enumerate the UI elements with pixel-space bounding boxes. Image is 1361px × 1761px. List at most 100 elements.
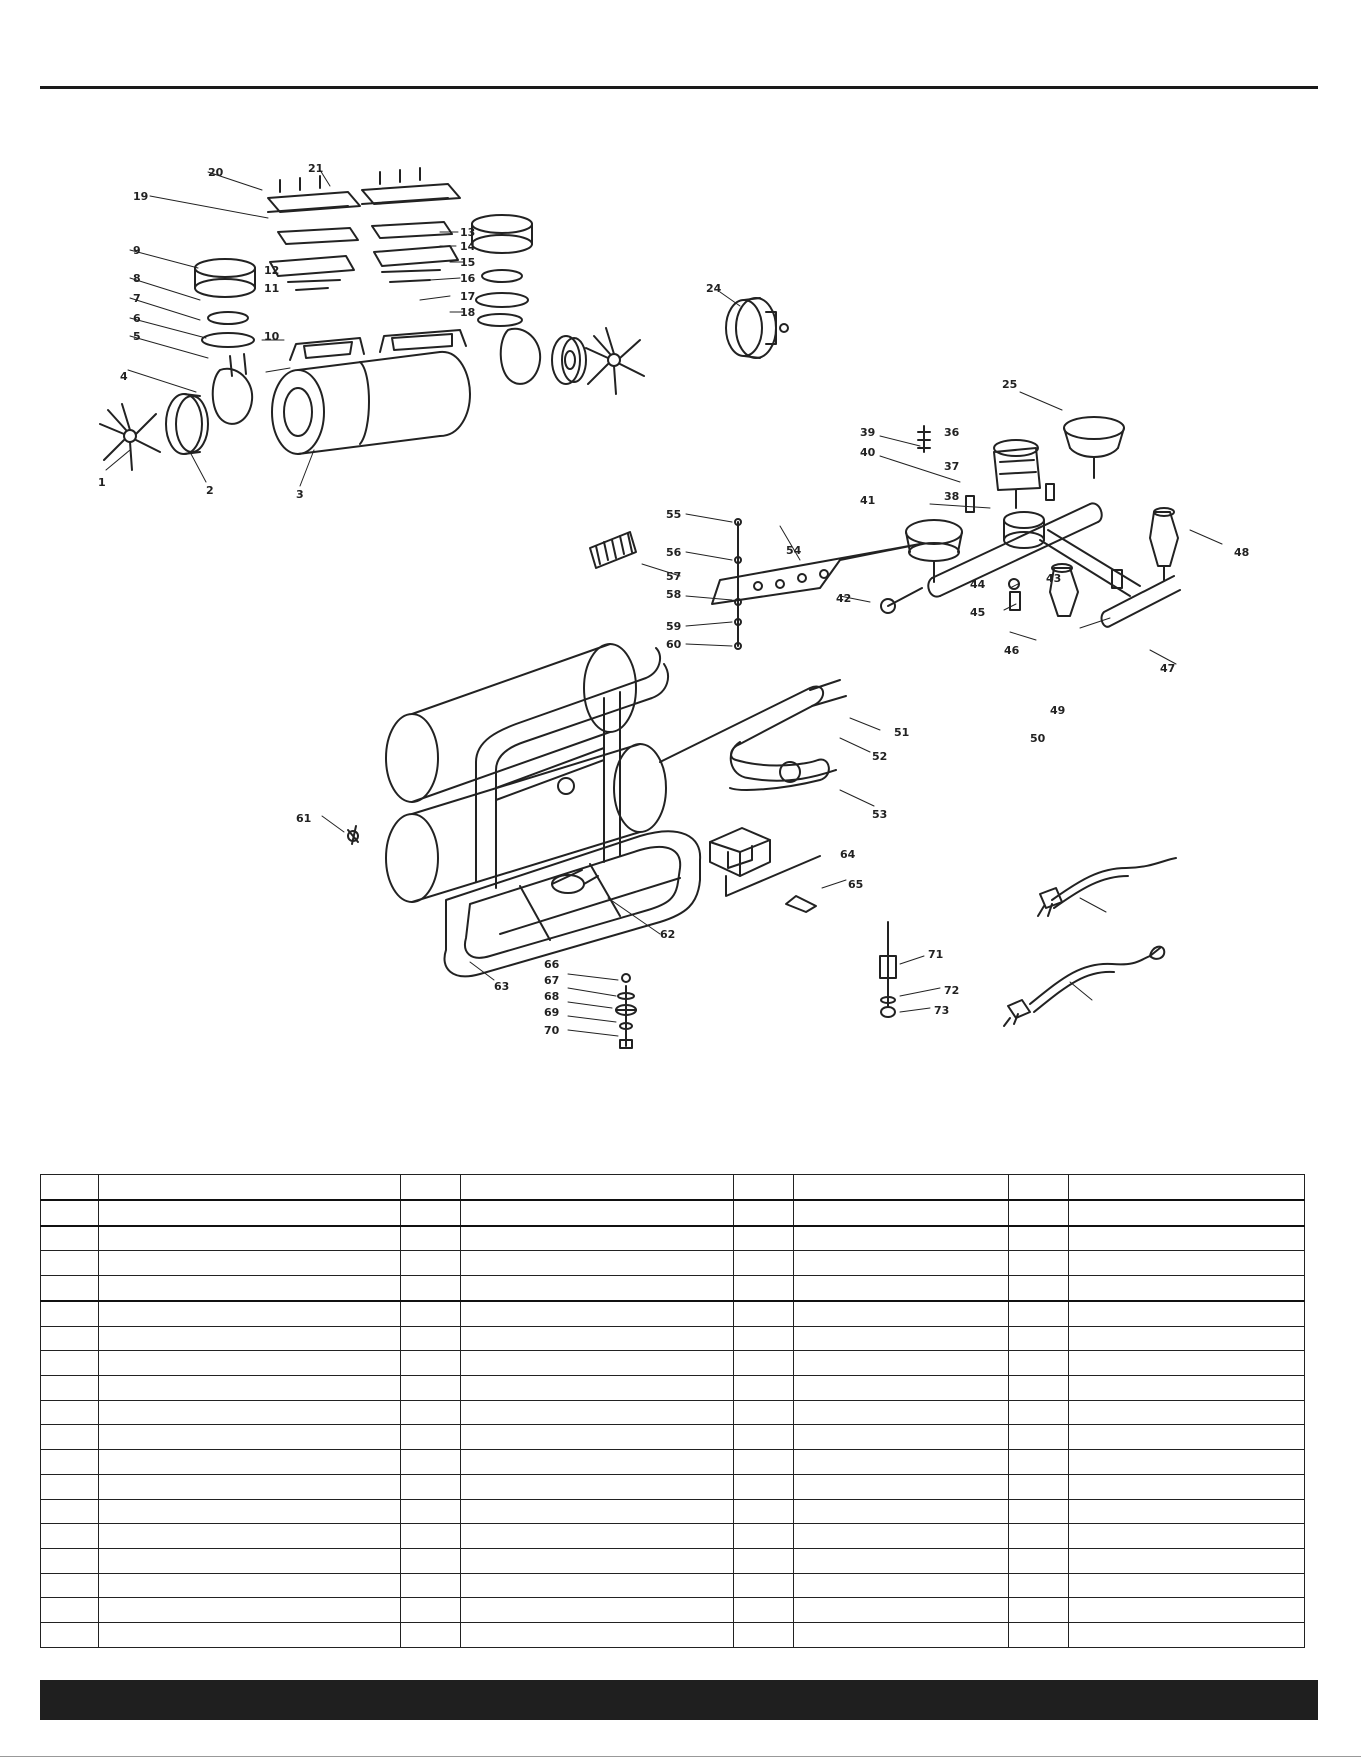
table-cell-ref xyxy=(733,1225,794,1252)
callout-label: 10 xyxy=(264,330,280,343)
table-cell-description xyxy=(1068,1424,1305,1451)
table-cell-ref xyxy=(40,1597,99,1624)
pulley-right xyxy=(551,335,581,385)
table-cell-ref xyxy=(1008,1473,1069,1500)
callout-label: 49 xyxy=(1050,704,1065,717)
table-cell-ref xyxy=(40,1275,99,1302)
table-cell-description xyxy=(793,1275,1009,1302)
table-cell-ref xyxy=(733,1374,794,1401)
table-cell-description xyxy=(98,1325,401,1352)
table-cell-ref xyxy=(400,1597,461,1624)
table-cell-ref xyxy=(40,1572,99,1599)
table-cell-description xyxy=(793,1547,1009,1574)
table-cell-description xyxy=(460,1325,734,1352)
table-cell-description xyxy=(460,1173,734,1201)
table-cell-description xyxy=(1068,1250,1305,1277)
table-cell-ref xyxy=(40,1199,99,1227)
table-cell-ref xyxy=(733,1199,794,1227)
filter-element xyxy=(589,531,637,569)
callout-label: 11 xyxy=(264,282,279,295)
table-row xyxy=(40,1374,1305,1401)
valve-plate-left xyxy=(269,255,355,277)
callout-label: 25 xyxy=(1002,378,1017,391)
tank-frame-assembly xyxy=(321,643,702,981)
mounting-bracket xyxy=(711,543,921,605)
callout-label: 6 xyxy=(133,312,141,325)
table-cell-description xyxy=(98,1300,401,1327)
table-cell-description xyxy=(460,1300,734,1327)
table-cell-ref xyxy=(733,1547,794,1574)
manifold-tube xyxy=(931,503,1099,597)
table-cell-description xyxy=(1068,1350,1305,1376)
table-row xyxy=(40,1424,1305,1451)
table-cell-ref xyxy=(40,1399,99,1426)
table-cell-description xyxy=(793,1399,1009,1426)
footer-band xyxy=(40,1680,1318,1720)
callout-label: 41 xyxy=(860,494,875,507)
table-cell-ref xyxy=(733,1350,794,1376)
table-cell-description xyxy=(460,1547,734,1574)
tank-pressure-gauge xyxy=(905,519,963,583)
air-tank-upper xyxy=(385,643,637,803)
table-cell-ref xyxy=(400,1374,461,1401)
table-cell-description xyxy=(98,1399,401,1426)
callout-label: 36 xyxy=(944,426,960,439)
bracket-assembly xyxy=(589,513,921,650)
gasket-right-1 xyxy=(371,221,453,239)
regulator xyxy=(1003,511,1045,529)
carry-handle xyxy=(475,647,669,889)
table-cell-ref xyxy=(1008,1350,1069,1376)
callout-label: 3 xyxy=(296,488,304,501)
callout-label: 52 xyxy=(872,750,887,763)
callout-label: 69 xyxy=(544,1006,559,1019)
table-cell-ref xyxy=(1008,1572,1069,1599)
table-cell-description xyxy=(460,1199,734,1227)
table-row xyxy=(40,1622,1305,1648)
table-cell-ref xyxy=(1008,1199,1069,1227)
table-cell-description xyxy=(1068,1622,1305,1648)
callout-label: 53 xyxy=(872,808,887,821)
strain-relief xyxy=(785,895,817,913)
drain-valve xyxy=(347,825,359,845)
table-cell-description xyxy=(98,1199,401,1227)
table-cell-description xyxy=(460,1523,734,1549)
valve-plate-right xyxy=(373,245,459,267)
table-cell-description xyxy=(1068,1275,1305,1302)
table-cell-description xyxy=(460,1374,734,1401)
table-cell-ref xyxy=(400,1399,461,1426)
table-cell-ref xyxy=(400,1325,461,1352)
table-cell-description xyxy=(1068,1597,1305,1624)
table-cell-ref xyxy=(400,1173,461,1201)
manifold-assembly xyxy=(839,391,1223,665)
callout-label: 68 xyxy=(544,990,559,1003)
table-cell-ref xyxy=(40,1250,99,1277)
table-cell-ref xyxy=(1008,1523,1069,1549)
table-cell-description xyxy=(1068,1473,1305,1500)
table-cell-description xyxy=(460,1473,734,1500)
table-cell-description xyxy=(98,1424,401,1451)
table-cell-description xyxy=(98,1572,401,1599)
callout-label: 39 xyxy=(860,426,875,439)
callout-label: 60 xyxy=(666,638,682,651)
callout-label: 70 xyxy=(544,1024,560,1037)
table-cell-description xyxy=(98,1225,401,1252)
quick-coupler-2 xyxy=(1049,563,1079,617)
table-cell-ref xyxy=(1008,1300,1069,1327)
table-row xyxy=(40,1173,1305,1201)
table-cell-description xyxy=(1068,1325,1305,1352)
callout-label: 12 xyxy=(264,264,279,277)
footer-rule xyxy=(0,1756,1361,1757)
table-cell-description xyxy=(793,1173,1009,1201)
table-cell-ref xyxy=(1008,1622,1069,1648)
table-cell-ref xyxy=(400,1225,461,1252)
table-cell-ref xyxy=(40,1300,99,1327)
table-cell-description xyxy=(1068,1199,1305,1227)
outlet-pressure-gauge xyxy=(1063,416,1125,479)
table-row xyxy=(40,1275,1305,1302)
callout-label: 66 xyxy=(544,958,560,971)
cylinder-head-left xyxy=(267,191,361,213)
callout-label: 64 xyxy=(840,848,856,861)
table-cell-ref xyxy=(1008,1225,1069,1252)
table-cell-ref xyxy=(733,1498,794,1525)
callout-label: 73 xyxy=(934,1004,949,1017)
